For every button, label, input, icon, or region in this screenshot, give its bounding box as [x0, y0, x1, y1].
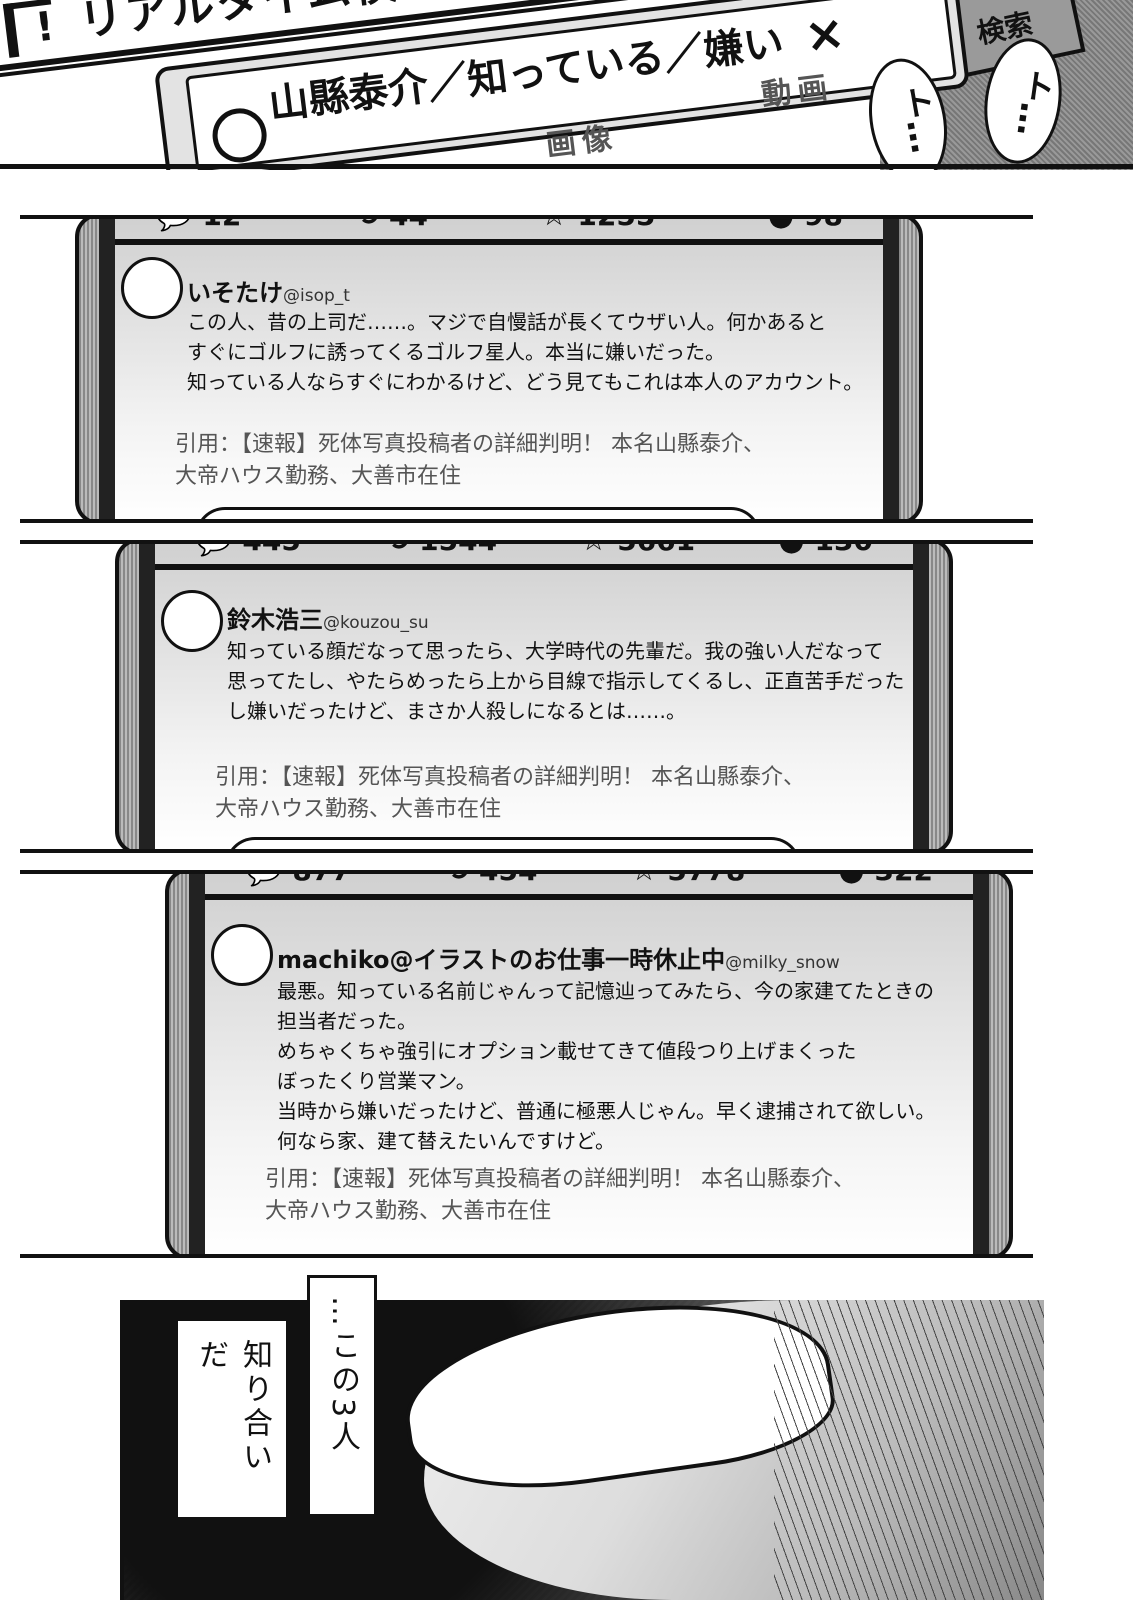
tweet-stats: 💬877 ⟲454 ☆5778 ●322	[245, 870, 933, 890]
tweet-quote[interactable]: 引用：【速報】死体写真投稿者の詳細判明！ 本名山縣泰介、 大帝ハウス勤務、大善市…	[175, 432, 765, 489]
tweet-body: この人、昔の上司だ……。マジで自慢話が長くてウザい人。何かあると すぐにゴルフに…	[187, 310, 864, 394]
alert-icon: !	[2, 0, 58, 58]
tweet-author[interactable]: machiko@イラストのお仕事一時休止中@milky_snow	[277, 946, 840, 974]
panel-border	[0, 164, 1133, 169]
phone-frame: 💬12 ⟲44 ☆1255 ●98 いそたけ@isop_t この人、昔の上司だ……	[75, 215, 923, 519]
retweet-count[interactable]: ⟲44	[353, 215, 428, 235]
tweet-body: 知っている顔だなって思ったら、大学時代の先輩だ。我の強い人だなって 思ってたし、…	[227, 639, 905, 723]
reply-icon: 💬	[155, 215, 193, 233]
tweet-handle: @milky_snow	[725, 953, 840, 973]
retweet-icon: ⟲	[443, 870, 469, 888]
next-tweet-card	[225, 837, 801, 849]
retweet-icon: ⟲	[353, 215, 379, 233]
retweet-count[interactable]: ⟲454	[443, 870, 538, 890]
tweet-stats: 💬12 ⟲44 ☆1255 ●98	[155, 215, 843, 235]
phone-frame: 💬877 ⟲454 ☆5778 ●322 machiko@イラストのお仕事一時休…	[165, 870, 1013, 1254]
tweet-card: 💬12 ⟲44 ☆1255 ●98 いそたけ@isop_t この人、昔の上司だ……	[99, 215, 899, 519]
bookmark-count[interactable]: ●130	[778, 540, 873, 560]
tweet-quote[interactable]: 引用：【速報】死体写真投稿者の詳細判明！ 本名山縣泰介、 大帝ハウス勤務、大善市…	[265, 1167, 855, 1224]
tab-images[interactable]: 画像	[544, 120, 620, 164]
illustration-panel	[120, 1300, 1044, 1600]
caption-box: …この3人	[307, 1275, 377, 1517]
bookmark-count[interactable]: ●322	[838, 870, 933, 890]
tweet-card: 💬877 ⟲454 ☆5778 ●322 machiko@イラストのお仕事一時休…	[189, 870, 989, 1254]
tweet-author[interactable]: いそたけ@isop_t	[187, 279, 350, 307]
reply-icon: 💬	[195, 540, 233, 558]
reply-icon: 💬	[245, 870, 283, 888]
tweet-quote[interactable]: 引用：【速報】死体写真投稿者の詳細判明！ 本名山縣泰介、 大帝ハウス勤務、大善市…	[215, 765, 805, 822]
like-count[interactable]: ☆5778	[630, 870, 745, 890]
bookmark-count[interactable]: ●98	[767, 215, 843, 235]
bookmark-icon: ●	[778, 540, 805, 558]
divider	[115, 239, 883, 245]
star-icon: ☆	[580, 540, 608, 558]
hatching	[774, 1300, 1044, 1600]
caption-box: 知り合いだ	[175, 1318, 289, 1520]
bookmark-icon: ●	[838, 870, 865, 888]
tab-videos[interactable]: 動画	[759, 69, 836, 114]
reply-count[interactable]: 💬12	[155, 215, 241, 235]
search-header-panel: 検索 ! リアルタイム検索 山縣泰介／知っている／嫌い × 画像 動画 ト… ト…	[0, 0, 1133, 170]
search-header: ! リアルタイム検索 山縣泰介／知っている／嫌い × 画像 動画	[0, 0, 973, 170]
bookmark-icon: ●	[767, 215, 795, 233]
divider	[155, 564, 913, 570]
reply-count[interactable]: 💬877	[245, 870, 351, 890]
divider	[205, 894, 973, 900]
star-icon: ☆	[540, 215, 568, 233]
avatar[interactable]	[161, 590, 223, 652]
tweet-card: 💬445 ⟲1544 ☆5661 ●130 鈴木浩三@kouzou_su 知って…	[139, 540, 929, 849]
phone-frame: 💬445 ⟲1544 ☆5661 ●130 鈴木浩三@kouzou_su 知って…	[115, 540, 953, 849]
star-icon: ☆	[630, 870, 658, 888]
tweet-panel: 💬877 ⟲454 ☆5778 ●322 machiko@イラストのお仕事一時休…	[20, 870, 1033, 1258]
avatar[interactable]	[211, 924, 273, 986]
next-tweet-card	[195, 507, 761, 519]
avatar[interactable]	[121, 257, 183, 319]
retweet-count[interactable]: ⟲1544	[384, 540, 497, 560]
tweet-author[interactable]: 鈴木浩三@kouzou_su	[227, 606, 429, 634]
tweet-stats: 💬445 ⟲1544 ☆5661 ●130	[195, 540, 873, 560]
like-count[interactable]: ☆5661	[580, 540, 695, 560]
tweet-body: 最悪。知っている名前じゃんって記憶辿ってみたら、今の家建てたときの 担当者だった…	[277, 979, 936, 1153]
tweet-panel: 💬445 ⟲1544 ☆5661 ●130 鈴木浩三@kouzou_su 知って…	[20, 540, 1033, 853]
reply-count[interactable]: 💬445	[195, 540, 301, 560]
tweet-panel: 💬12 ⟲44 ☆1255 ●98 いそたけ@isop_t この人、昔の上司だ……	[20, 215, 1033, 523]
clear-icon[interactable]: ×	[801, 4, 849, 65]
retweet-icon: ⟲	[384, 540, 410, 558]
tweet-handle: @kouzou_su	[323, 613, 429, 633]
like-count[interactable]: ☆1255	[540, 215, 655, 235]
tweet-handle: @isop_t	[283, 286, 350, 306]
